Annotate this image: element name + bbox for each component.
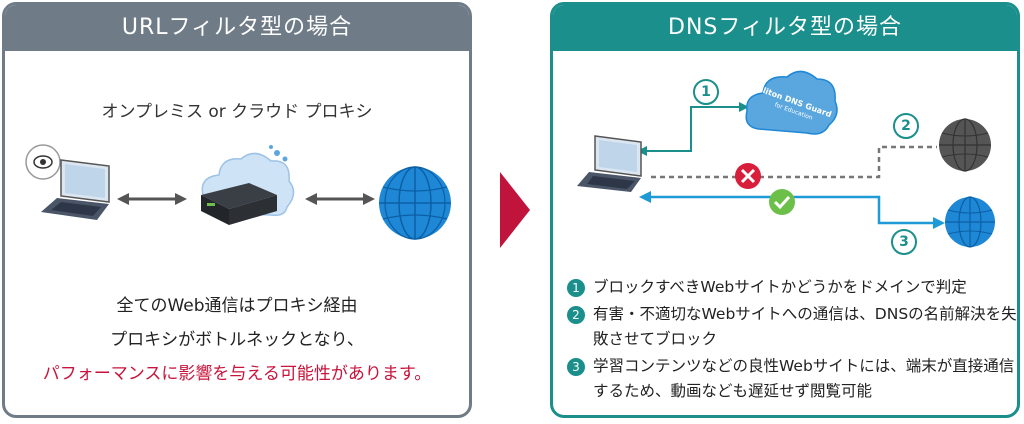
dns-guard-cloud-icon: Soliton DNS Guard for Education: [745, 70, 838, 135]
proxy-server-icon: [201, 145, 295, 225]
globe-icon: [945, 196, 995, 248]
globe-icon: [379, 166, 451, 240]
url-filter-panel: URLフィルタ型の場合 オンプレミス or クラウド プロキシ: [2, 2, 472, 418]
double-arrow-icon: [305, 193, 375, 205]
explanation-list: 1 ブロックすべきWebサイトかどうかをドメインで判定 2 有害・不適切なWeb…: [567, 275, 1017, 406]
block-x-icon: [735, 163, 761, 189]
left-text-warning: パフォーマンスに影響を与える可能性があります。: [42, 364, 432, 384]
blocked-globe-icon: [939, 118, 991, 172]
bullet-number: 1: [567, 279, 585, 297]
bullet-text: 学習コンテンツなどの良性Webサイトには、端末が直接通信するため、動画なども遅延…: [593, 357, 1015, 400]
transition-arrow-icon: [500, 172, 530, 248]
list-item: 1 ブロックすべきWebサイトかどうかをドメインで判定: [567, 275, 1017, 300]
bullet-text: ブロックすべきWebサイトかどうかをドメインで判定: [593, 278, 967, 296]
double-arrow-icon: [117, 193, 187, 205]
left-text-line2: プロキシがボトルネックとなり、: [110, 330, 364, 350]
check-icon: [769, 189, 795, 215]
bullet-number: 3: [567, 358, 585, 376]
proxy-label: オンプレミス or クラウド プロキシ: [101, 102, 373, 122]
url-filter-title: URLフィルタ型の場合: [5, 5, 469, 51]
list-item: 3 学習コンテンツなどの良性Webサイトには、端末が直接通信するため、動画なども…: [567, 354, 1017, 404]
step-badge-2: 2: [893, 113, 919, 139]
left-text-line1: 全てのWeb通信はプロキシ経由: [116, 296, 358, 316]
dns-filter-panel: DNSフィルタ型の場合 Soliton DNS Guard for Educat…: [550, 2, 1020, 418]
bullet-number: 2: [567, 306, 585, 324]
dns-filter-title: DNSフィルタ型の場合: [553, 5, 1017, 51]
dns-flow-lines: [637, 102, 945, 229]
list-item: 2 有害・不適切なWebサイトへの通信は、DNSの名前解決を失敗させてブロック: [567, 302, 1017, 352]
laptop-icon: [25, 144, 110, 220]
step-badge-1: 1: [693, 79, 719, 105]
step-badge-3: 3: [891, 229, 917, 255]
bullet-text: 有害・不適切なWebサイトへの通信は、DNSの名前解決を失敗させてブロック: [593, 305, 1017, 348]
laptop-icon: [577, 135, 642, 192]
